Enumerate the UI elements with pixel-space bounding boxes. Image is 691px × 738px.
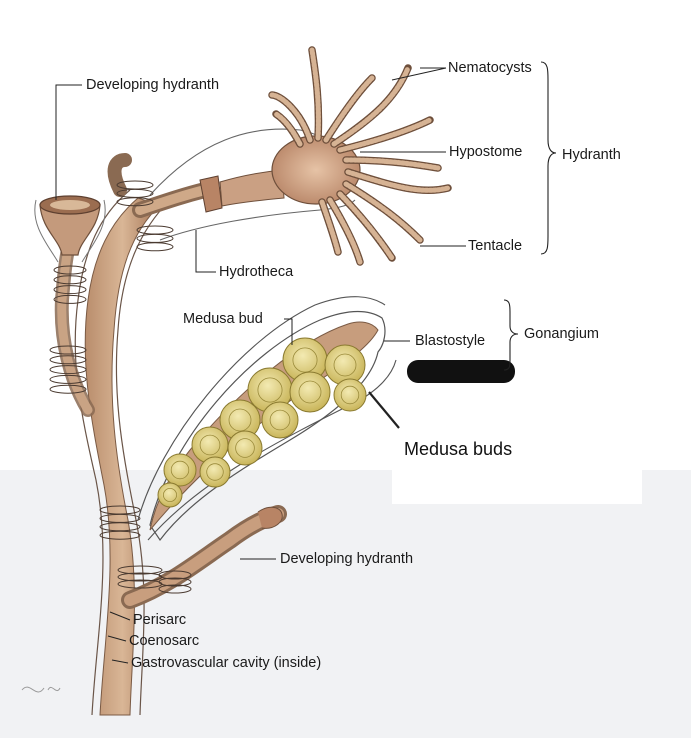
tentacle: [269, 92, 313, 143]
medusa-bud: [227, 430, 263, 466]
leader-lines: [55, 67, 466, 664]
tentacle: [323, 75, 375, 143]
medusa-bud-ring: [298, 380, 322, 404]
pencil-mark: [21, 686, 61, 693]
label-hydrotheca: Hydrotheca: [219, 264, 294, 280]
medusa-bud-ring: [292, 347, 318, 373]
annulation-ring: [53, 265, 87, 275]
annulation-ring: [158, 577, 192, 587]
tentacle: [337, 191, 395, 261]
annulation-ring: [53, 294, 87, 304]
medusa-bud: [289, 371, 331, 413]
medusa-bud-ring: [340, 385, 360, 405]
annulation-ring: [136, 233, 174, 243]
annulation-ring: [49, 374, 87, 384]
annulation-ring: [117, 565, 163, 575]
tentacle: [337, 117, 433, 153]
gonangium-bracket: [503, 299, 519, 371]
medusa-bud: [261, 401, 299, 439]
label-hydranth: Hydranth: [562, 147, 621, 163]
medusa-bud-ring: [269, 409, 291, 431]
medusa-bud-ring: [206, 463, 224, 481]
leader-medusa-bud: [284, 318, 293, 345]
annulation-ring: [136, 242, 174, 252]
medusa-bud: [199, 456, 231, 488]
annulation-ring: [53, 275, 87, 285]
tentacle: [319, 199, 341, 255]
annulation-ring: [49, 365, 87, 375]
medusa-bud: [324, 344, 366, 386]
leader-nematocysts-b: [391, 67, 447, 81]
medusa-bud: [333, 378, 367, 412]
medusa-bud-ring: [333, 353, 357, 377]
medusa-bud-ring: [257, 377, 283, 403]
leader-medusa-buds: [368, 391, 400, 429]
annulation-ring: [116, 197, 154, 207]
perisarc-annulations: [49, 180, 192, 594]
medusa-bud-ring: [162, 487, 177, 502]
tentacle: [345, 169, 451, 193]
label-nematocysts: Nematocysts: [448, 60, 532, 76]
medusa-bud-ring: [228, 408, 252, 432]
annulation-ring: [53, 285, 87, 295]
label-gonangium: Gonangium: [524, 326, 599, 342]
label-perisarc: Perisarc: [133, 612, 187, 628]
label-gastrovascular-cavity: Gastrovascular cavity (inside): [131, 655, 322, 671]
label-coenosarc: Coenosarc: [129, 633, 200, 649]
lower-branch: [121, 505, 287, 609]
left-branch: [54, 243, 95, 417]
label-blastostyle: Blastostyle: [415, 333, 486, 349]
medusa-bud-ring: [170, 460, 190, 480]
leader-coenosarc: [107, 635, 127, 642]
leader-hydrotheca: [195, 230, 216, 273]
upper-branch: [107, 153, 213, 218]
label-developing-hydranth-top: Developing hydranth: [86, 77, 220, 93]
medusa-bud-ring: [235, 438, 255, 458]
label-tentacle: Tentacle: [468, 238, 523, 254]
tentacle: [327, 197, 363, 265]
leader-developing-hydranth-top: [55, 84, 82, 200]
medusa-bud-ring: [199, 434, 221, 456]
tentacle: [343, 181, 423, 243]
leader-gastrovascular: [111, 659, 129, 664]
developing-hydranth-cup: [34, 195, 106, 263]
annulation-ring: [158, 570, 192, 580]
annulation-ring: [49, 345, 87, 355]
tentacle: [273, 111, 303, 147]
label-medusa-buds: Medusa buds: [404, 439, 513, 459]
medusa-bud: [157, 482, 183, 508]
redaction-bar: [407, 360, 515, 383]
label-medusa-bud: Medusa bud: [183, 311, 263, 327]
annulation-ring: [136, 225, 174, 235]
hydranth: [199, 135, 361, 213]
leader-perisarc: [109, 611, 131, 621]
hydranth-bracket: [540, 61, 557, 255]
label-hypostome: Hypostome: [449, 144, 523, 160]
medusa-bud-cluster: [157, 337, 367, 508]
label-developing-hydranth-bottom: Developing hydranth: [280, 551, 414, 567]
medusa-bud: [163, 453, 197, 487]
annulation-ring: [99, 530, 141, 540]
tentacle: [343, 157, 441, 171]
annulation-ring: [158, 584, 192, 594]
white-cover-box: [392, 382, 642, 504]
tentacle: [309, 47, 321, 141]
annulation-ring: [49, 355, 87, 365]
annulation-ring: [49, 384, 87, 394]
